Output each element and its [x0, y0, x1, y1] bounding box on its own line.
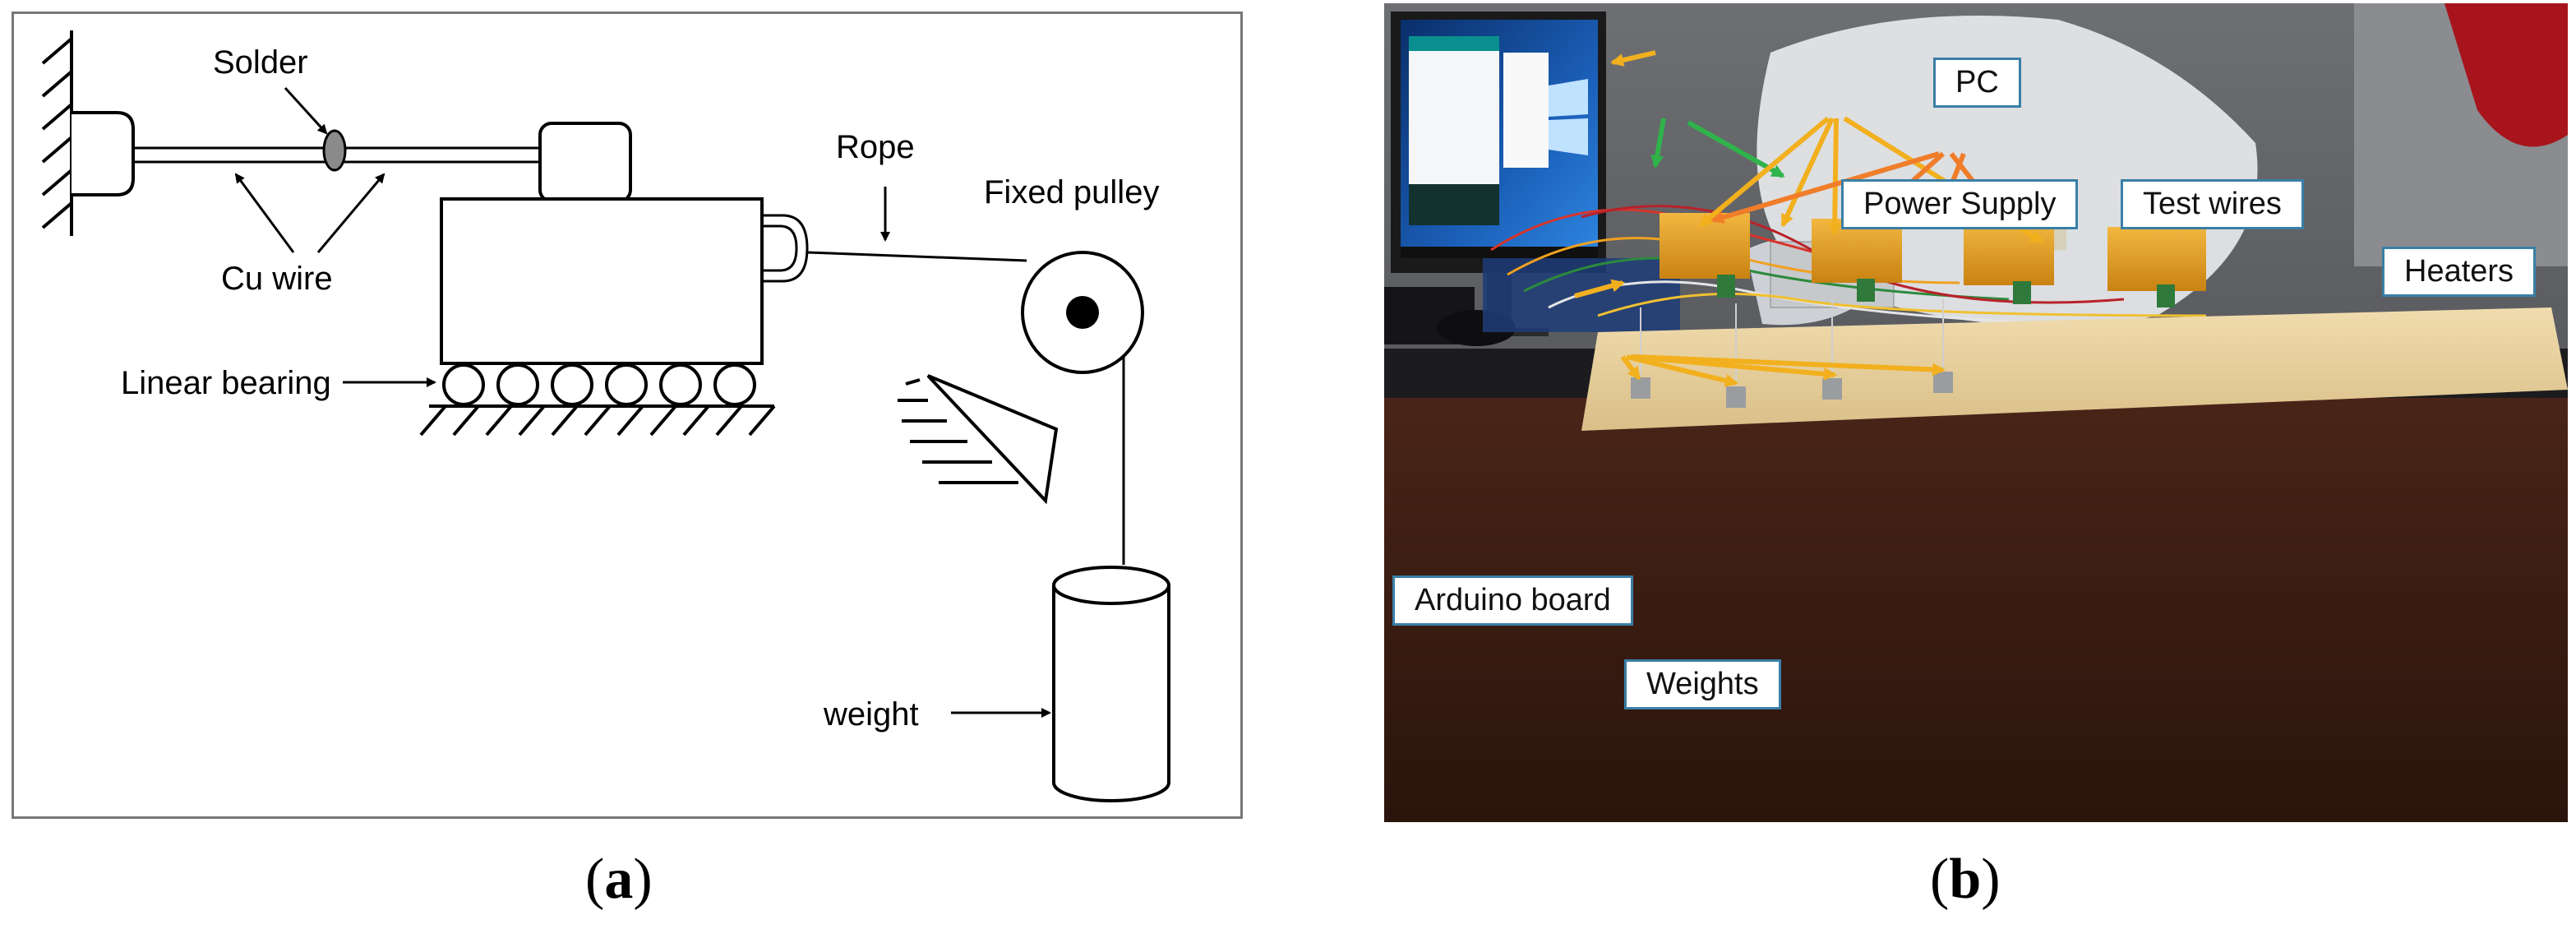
caption-b-close: ): [1981, 848, 2001, 911]
schematic-drawing: Solder Cu wire Rope Fixed pulley Linear …: [41, 30, 1170, 802]
cu-wire-leader-right: [316, 173, 385, 253]
pc-monitor: [1391, 12, 1606, 336]
caption-a: (a): [585, 847, 653, 913]
callout-arduino-board: Arduino board: [1392, 575, 1633, 626]
schematic-panel: Solder Cu wire Rope Fixed pulley Linear …: [12, 12, 1243, 819]
rope: [806, 251, 1027, 262]
photo-drawing: [1384, 3, 2568, 822]
caption-b-letter: b: [1949, 848, 1982, 911]
caption-a-close: ): [633, 848, 653, 911]
ground-surface: [419, 404, 776, 437]
heaters: [1660, 213, 2206, 291]
wood-platform: [1581, 307, 2568, 431]
wire-clamp: [538, 122, 632, 203]
hanging-weights: [1631, 372, 1953, 408]
callout-pc: PC: [1933, 58, 2021, 108]
pulley-bracket: [898, 374, 1059, 505]
rope-hook: [762, 214, 809, 283]
label-rope: Rope: [836, 129, 915, 165]
cu-wire-leader-left: [234, 173, 295, 253]
label-weight: weight: [823, 696, 919, 733]
callout-weights: Weights: [1624, 659, 1781, 709]
solder-joint: [322, 129, 347, 172]
solder-leader: [284, 86, 328, 135]
label-cu-wire: Cu wire: [221, 261, 333, 297]
callout-heaters: Heaters: [2382, 247, 2537, 297]
label-linear-bearing: Linear bearing: [121, 365, 331, 401]
hanging-weight: [1052, 566, 1170, 802]
carriage-body: [440, 197, 764, 365]
linear-bearing-rollers: [442, 363, 756, 406]
red-bag: [2444, 3, 2568, 147]
label-solder: Solder: [213, 44, 308, 81]
experiment-photo: [1384, 3, 2568, 822]
sensor-modules: [1717, 275, 2175, 307]
caption-b-open: (: [1930, 848, 1950, 911]
callout-test-wires: Test wires: [2121, 179, 2304, 229]
caption-a-open: (: [585, 848, 605, 911]
label-fixed-pulley: Fixed pulley: [984, 174, 1159, 210]
caption-a-letter: a: [604, 848, 634, 911]
caption-b: (b): [1930, 847, 2001, 913]
wall-support: [41, 30, 135, 236]
pulley-axle: [1066, 296, 1099, 329]
callout-power-supply: Power Supply: [1841, 179, 2079, 229]
